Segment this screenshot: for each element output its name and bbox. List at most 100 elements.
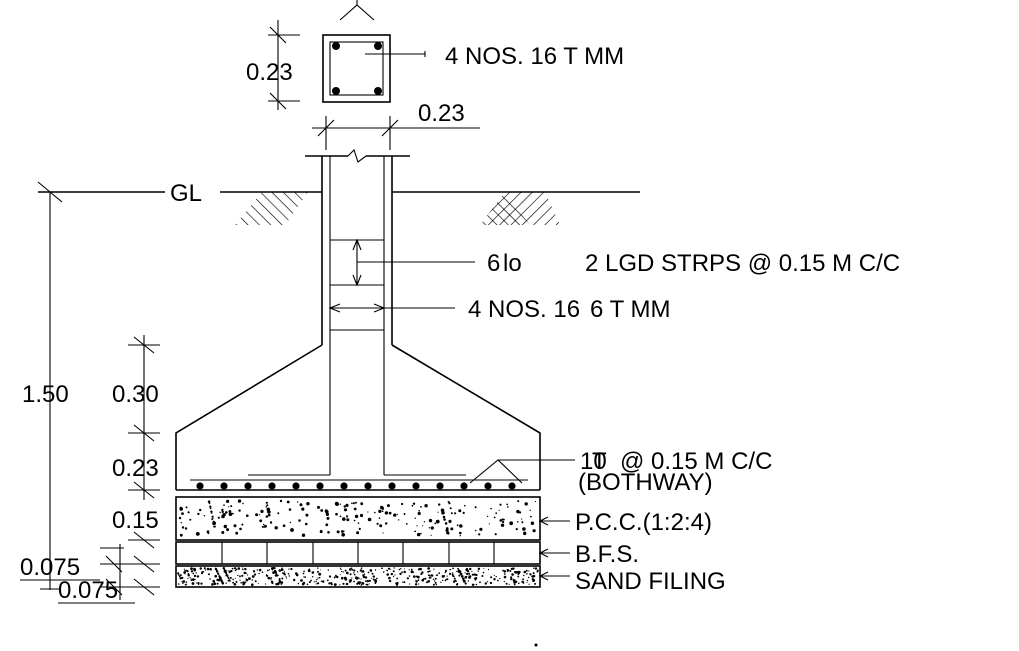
sand-speck [256,569,258,571]
aggregate-speck [225,511,228,514]
aggregate-speck [345,515,349,518]
sand-speck [435,574,438,577]
aggregate-speck [199,508,202,512]
sand-speck [445,578,447,581]
mesh-symbol-label: T [592,448,607,475]
total-depth-label: 1.50 [22,381,69,408]
sand-speck [353,573,356,576]
sand-speck [388,580,391,582]
sand-speck [361,570,365,573]
sand-speck [471,573,474,576]
rebar-dot [484,482,492,490]
sand-speck [278,581,281,584]
sand-speck [452,575,455,578]
aggregate-speck [238,509,241,512]
aggregate-speck [221,510,224,514]
footing-depth-label: 0.23 [112,455,159,482]
sand-speck [283,571,285,572]
sand-speck [285,576,287,578]
aggregate-speck [223,504,225,506]
sand-speck [528,583,530,585]
sand-speck [410,568,413,571]
aggregate-speck [264,524,267,528]
sand-speck [490,576,493,579]
sand-speck [318,576,321,579]
sand-speck [245,572,247,574]
sand-speck [395,582,397,584]
aggregate-speck [195,532,200,536]
sand-speck [424,577,427,580]
aggregate-speck [442,515,446,519]
aggregate-speck [359,513,364,518]
main-bars-tail-label: 6 T MM [590,296,670,323]
aggregate-speck [430,526,434,530]
aggregate-speck [516,509,520,514]
rebar-dot [332,42,340,50]
sand-speck [339,574,341,576]
sand-speck [267,576,271,580]
aggregate-speck [367,511,369,513]
aggregate-speck [339,503,341,505]
aggregate-speck [317,505,320,509]
aggregate-speck [277,512,280,515]
stirrup-dia-label: 6 [487,250,500,277]
aggregate-speck [327,531,330,534]
sand-speck [489,581,492,585]
sand-speck [530,575,532,577]
sand-speck [348,568,352,571]
sand-speck [215,569,218,571]
sand-speck [195,572,197,574]
aggregate-speck [479,527,483,531]
sand-speck [522,581,525,584]
aggregate-speck [265,515,269,518]
rebar-dot [388,482,396,490]
sand-speck [339,584,341,586]
sand-speck [231,567,234,570]
sand-speck [505,582,508,585]
sand-speck [277,574,279,576]
rebar-dot [220,482,228,490]
aggregate-speck [180,522,182,524]
aggregate-speck [458,509,462,513]
sand-speck [196,575,199,578]
aggregate-speck [381,510,384,512]
column-size-dimension [268,20,300,110]
aggregate-speck [462,511,465,514]
aggregate-speck [301,507,305,511]
sand-speck [356,576,359,579]
sand-speck [371,572,374,575]
sand-speck [242,567,243,569]
sand-speck [429,570,431,573]
sand-speck [517,575,520,578]
aggregate-speck [379,524,383,528]
sand-speck [342,571,344,573]
aggregate-speck [360,502,364,506]
sand-speck [336,575,339,579]
aggregate-speck [301,533,306,537]
aggregate-speck [305,522,308,526]
sand-speck [521,581,523,583]
sand-speck [360,578,362,580]
aggregate-speck [434,522,437,525]
aggregate-speck [179,533,183,537]
sand-speck [457,567,459,570]
aggregate-speck [211,515,214,518]
sand-speck [229,580,231,582]
sand-speck [502,569,504,572]
sand-speck [499,577,501,580]
aggregate-speck [412,502,416,505]
sand-speck [462,577,464,580]
aggregate-speck [403,513,406,515]
sand-speck [190,570,194,573]
sand-speck [430,574,433,576]
sand-speck [287,573,290,575]
column-rebar-label: 4 NOS. 16 T MM [445,43,624,70]
aggregate-speck [474,529,477,532]
sand-speck [274,574,277,577]
aggregate-speck [343,508,348,512]
sand-speck [267,569,269,572]
sand-speck [187,573,190,576]
sand-speck [328,582,331,585]
sand-speck [265,574,268,576]
